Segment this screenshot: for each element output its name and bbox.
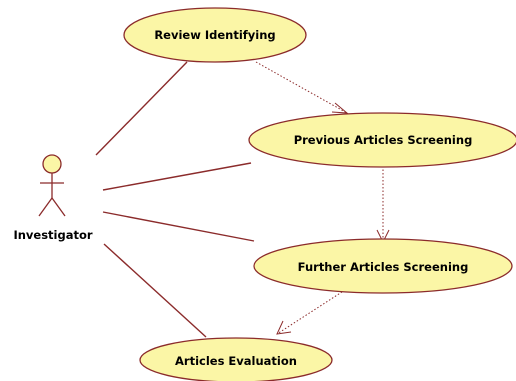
dependency-uc2-uc3 (376, 166, 390, 244)
association-uc2 (102, 162, 252, 191)
use-case-label: Review Identifying (154, 28, 275, 42)
actor-stick-figure-icon (38, 154, 66, 217)
dependency-uc1-uc2 (255, 61, 349, 114)
dependency-uc3-uc4 (276, 289, 346, 335)
use-case-label: Previous Articles Screening (294, 133, 473, 147)
use-case-label: Further Articles Screening (298, 260, 469, 274)
association-uc3 (102, 211, 255, 242)
use-case-previous-articles-screening[interactable]: Previous Articles Screening (248, 112, 516, 168)
association-uc1 (95, 61, 188, 156)
use-case-label: Articles Evaluation (175, 354, 297, 368)
use-case-further-articles-screening[interactable]: Further Articles Screening (253, 238, 513, 294)
use-case-review-identifying[interactable]: Review Identifying (123, 7, 307, 63)
actor-investigator[interactable]: Investigator (13, 154, 93, 242)
actor-label: Investigator (13, 228, 92, 242)
association-uc4 (103, 243, 207, 338)
use-case-articles-evaluation[interactable]: Articles Evaluation (139, 337, 333, 381)
